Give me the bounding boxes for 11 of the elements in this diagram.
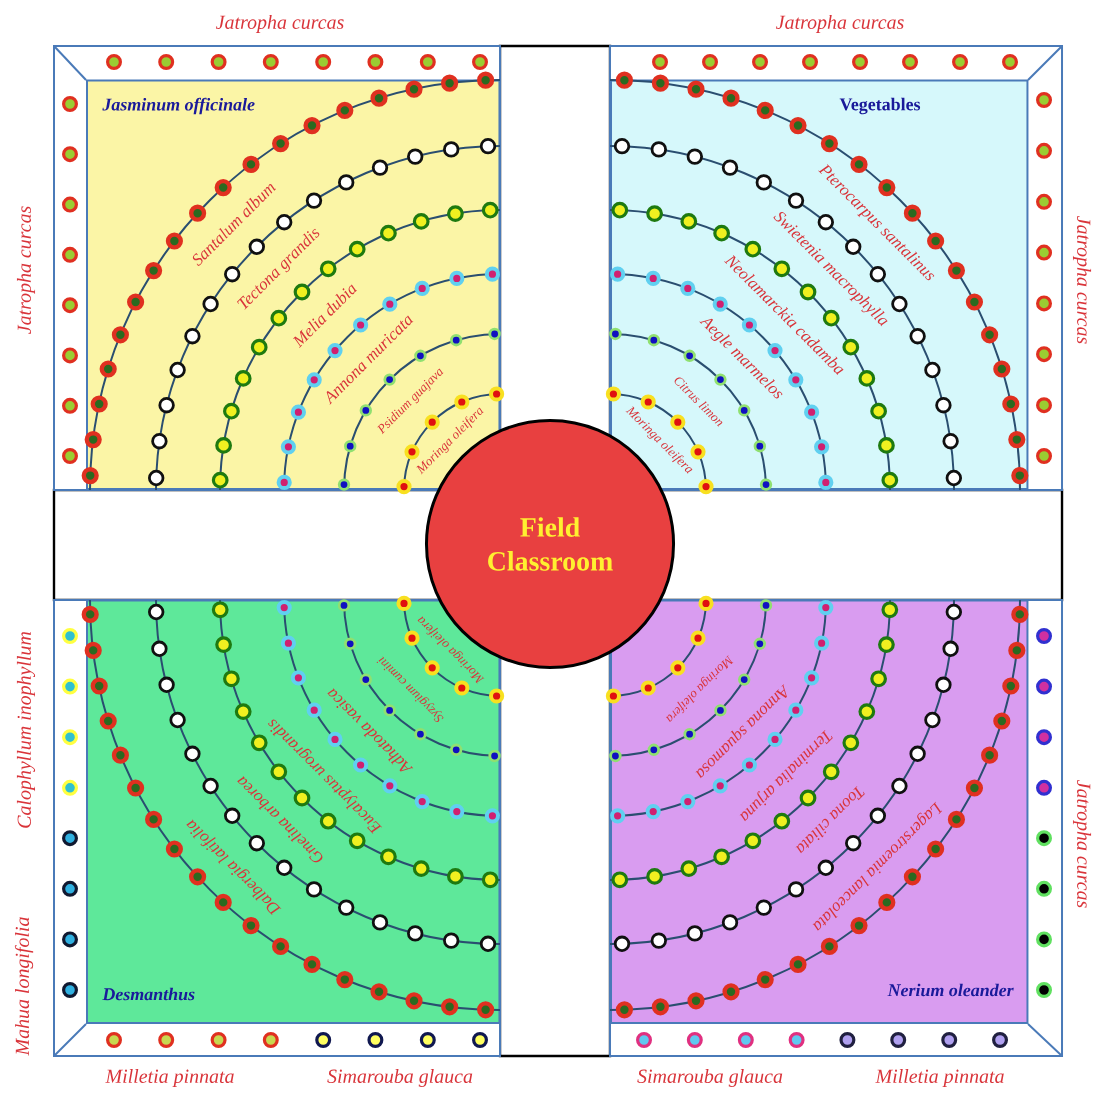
hedge-label: Calophyllum inophyllum — [16, 632, 36, 828]
hedge-label: Milletia pinnata — [105, 1068, 234, 1088]
hedge-label: Milletia pinnata — [875, 1068, 1004, 1088]
hedge-label: Jatropha curcas — [216, 14, 344, 33]
hedge-label: Jatropha curcas — [1073, 780, 1092, 908]
hedge-label: Simarouba glauca — [327, 1068, 473, 1088]
hedge-label: Mahua longifolia — [14, 917, 34, 1056]
hedge-label: Jatropha curcas — [16, 206, 36, 334]
hedge-label: Simarouba glauca — [637, 1068, 783, 1088]
hedge-label: Jatropha curcas — [1073, 216, 1092, 344]
hedge-label: Jatropha curcas — [776, 14, 904, 33]
